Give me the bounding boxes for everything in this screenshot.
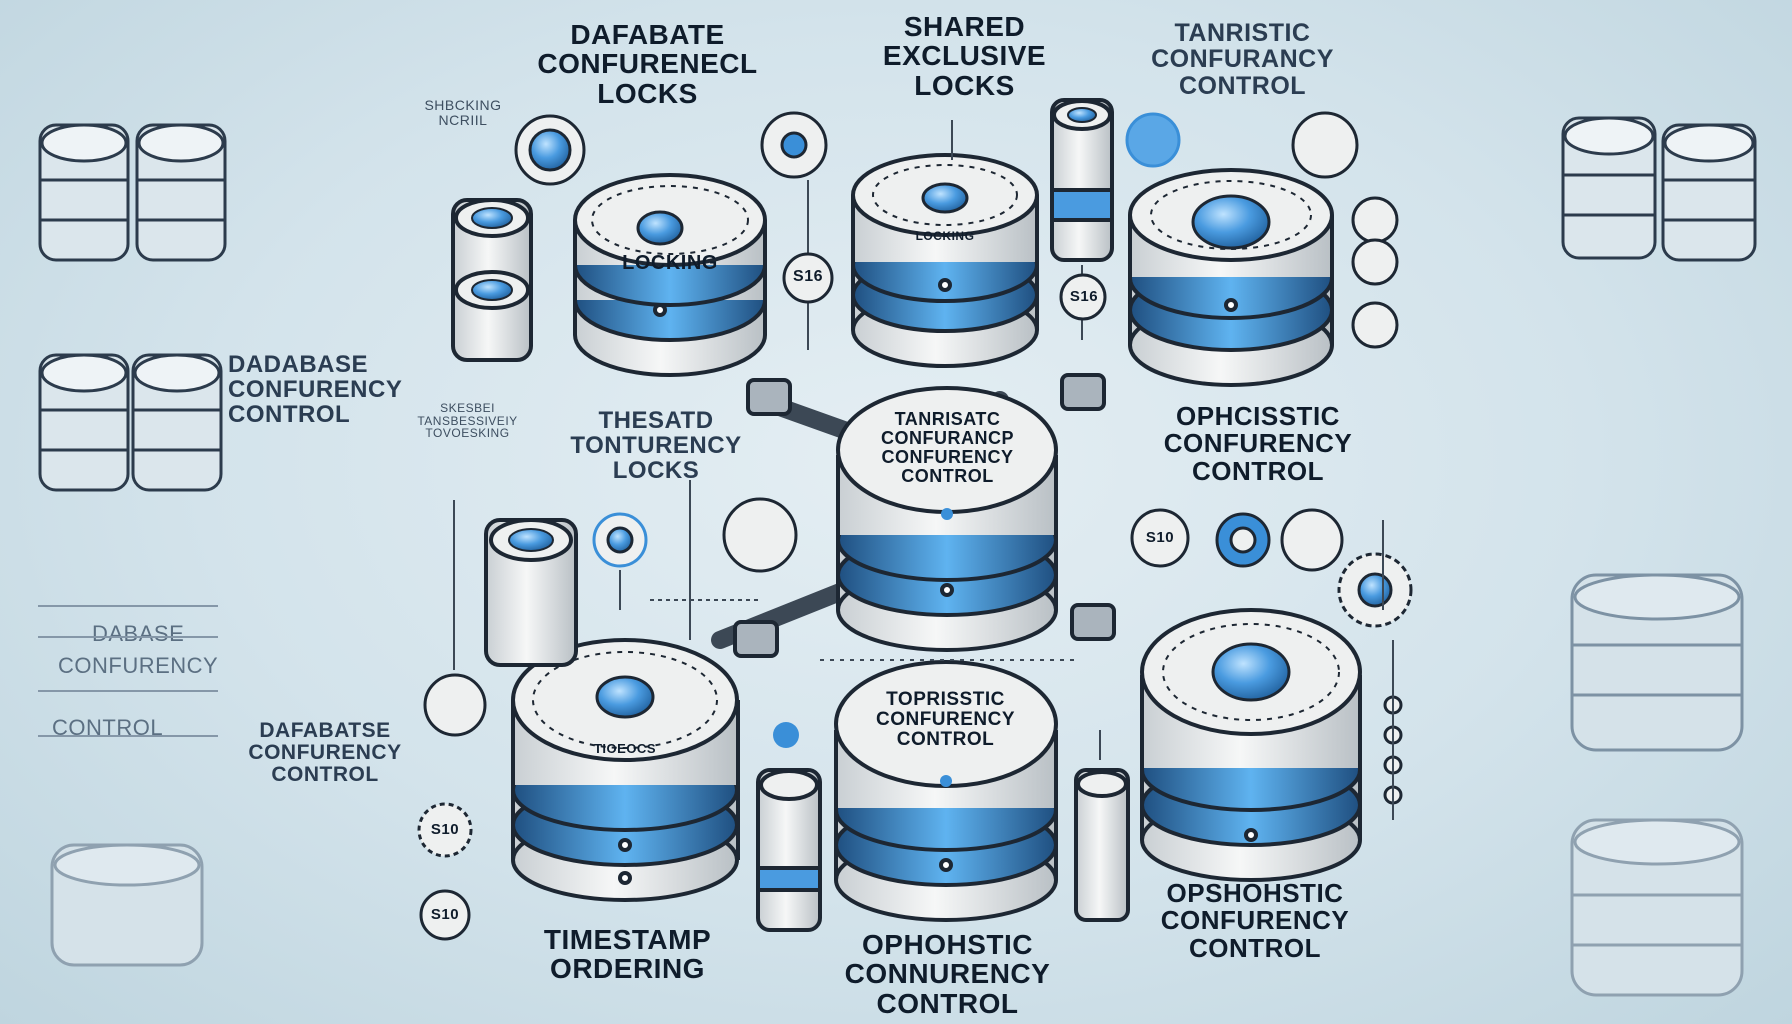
label-dadabase-confurency-control: DADABASE CONFURENCY CONTROL bbox=[228, 351, 403, 429]
db-stack-center bbox=[836, 386, 1058, 652]
small-cylinders bbox=[451, 98, 1130, 932]
db-stack-bottom-right bbox=[1140, 608, 1362, 882]
label-faded-control: CONTROL bbox=[52, 715, 164, 740]
db-stack-top-left bbox=[573, 173, 767, 377]
side-db-icons bbox=[38, 116, 1757, 997]
badge-2: S16 bbox=[1069, 288, 1099, 305]
faded-line-1 bbox=[38, 605, 218, 607]
round-icons bbox=[423, 111, 1413, 805]
label-faded-confurency: CONFURENCY bbox=[58, 653, 219, 678]
label-timestamp-ordering: TIMESTAMP ORDERING bbox=[543, 924, 712, 985]
label-shbcking: SHBCKING NCRIIL bbox=[424, 97, 502, 128]
db-stack-top-right bbox=[1128, 168, 1334, 387]
label-ophohstic-control: OPHOHSTIC CONNURENCY CONTROL bbox=[844, 929, 1051, 1019]
label-shared-exclusive-locks: SHARED EXCLUSIVE LOCKS bbox=[882, 11, 1047, 101]
disk-label-bottom-center: TOPRISSTIC CONFURENCY CONTROL bbox=[875, 689, 1016, 750]
badge-3: S10 bbox=[1145, 529, 1175, 546]
label-faded-dabase: DABASE bbox=[92, 621, 185, 646]
db-stack-bottom-left bbox=[511, 638, 740, 902]
label-dafabatse-confurency-control: DAFABATSE CONFURENCY CONTROL bbox=[248, 719, 402, 787]
db-stack-top-center bbox=[851, 153, 1039, 368]
disk-label-top-center: LOCKING bbox=[915, 229, 975, 243]
disk-label-bottom-left: TIOEOCS bbox=[593, 741, 656, 756]
db-stack-bottom-center bbox=[834, 660, 1058, 922]
faded-line-4 bbox=[38, 735, 218, 737]
faded-line-3 bbox=[38, 690, 218, 692]
badges bbox=[417, 252, 1190, 941]
faded-line-2 bbox=[38, 636, 218, 638]
label-database-confurenecl-locks: DAFABATE CONFURENECL LOCKS bbox=[537, 19, 758, 109]
label-ophcisstic-control: OPHCISSTIC CONFURENCY CONTROL bbox=[1163, 401, 1353, 486]
badge-5: S10 bbox=[430, 906, 460, 923]
label-tansbessiveiy: SKESBEI TANSBESSIVEIY TOVOESKING bbox=[417, 401, 518, 441]
label-opshohstic-control: OPSHOHSTIC CONFURENCY CONTROL bbox=[1160, 878, 1350, 963]
disk-label-top-left: LOCKING bbox=[622, 252, 718, 274]
label-thesatd-locks: THESATD TONTURENCY LOCKS bbox=[570, 407, 742, 485]
label-tanristic-control: TANRISTIC CONFURANCY CONTROL bbox=[1151, 19, 1334, 100]
badge-4: S10 bbox=[430, 821, 460, 838]
badge-1: S16 bbox=[793, 268, 823, 285]
disk-label-center: TANRISATC CONFURANCP CONFURENCY CONTROL bbox=[881, 409, 1014, 486]
